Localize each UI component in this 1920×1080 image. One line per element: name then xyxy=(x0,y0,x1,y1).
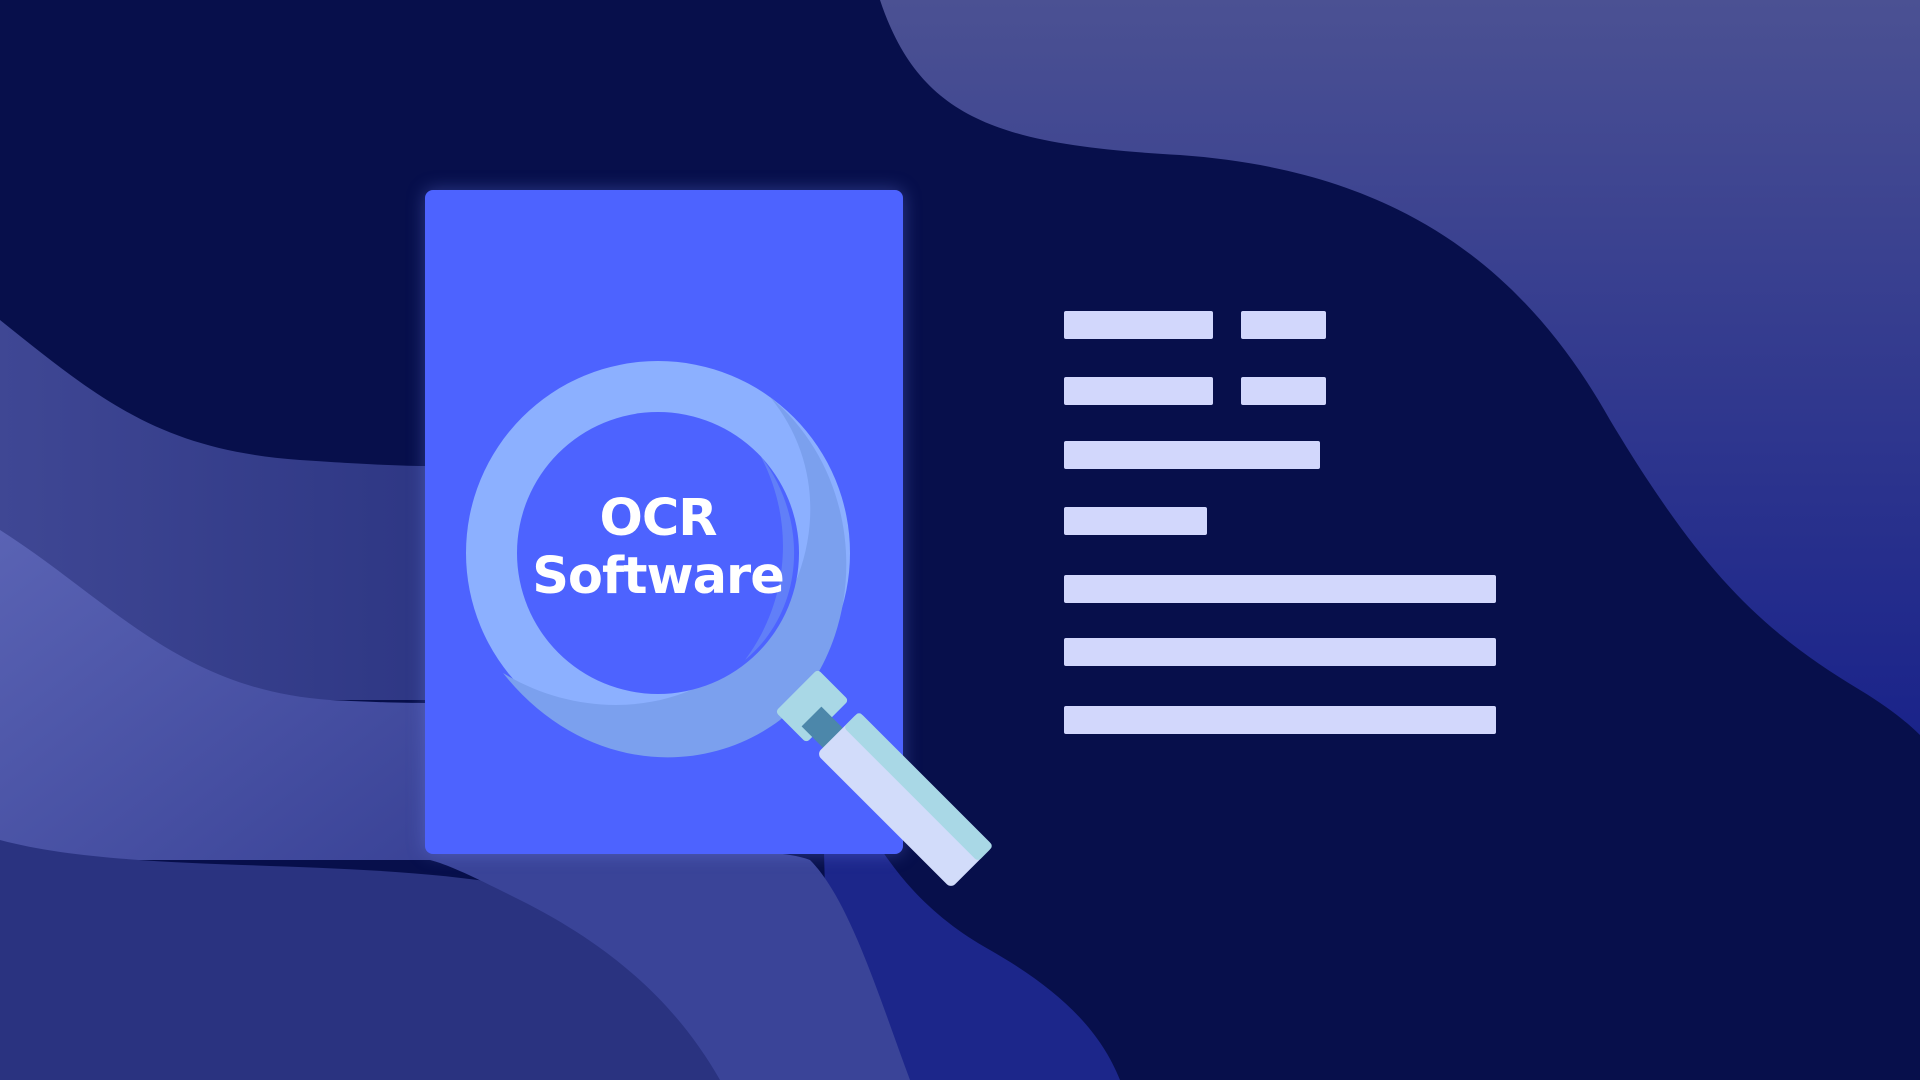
text-bar xyxy=(1064,706,1496,734)
title-line-ocr: OCR xyxy=(599,489,717,548)
title-line-software: Software xyxy=(532,547,785,606)
wave-left-light xyxy=(0,530,430,860)
ocr-software-title: OCR Software xyxy=(525,490,791,606)
wave-bottom-left xyxy=(0,840,820,1080)
text-bar xyxy=(1241,311,1326,339)
text-bar xyxy=(1064,311,1213,339)
text-bar xyxy=(1064,507,1207,535)
wave-top-right xyxy=(880,0,1920,735)
wave-left-upper xyxy=(0,320,430,700)
text-bar xyxy=(1064,575,1496,603)
wave-bottom-middle xyxy=(430,850,910,1080)
text-bar xyxy=(1241,377,1326,405)
text-bar xyxy=(1064,441,1320,469)
text-bar xyxy=(1064,377,1213,405)
text-bar xyxy=(1064,638,1496,666)
wave-bottom-center xyxy=(820,700,1120,1080)
